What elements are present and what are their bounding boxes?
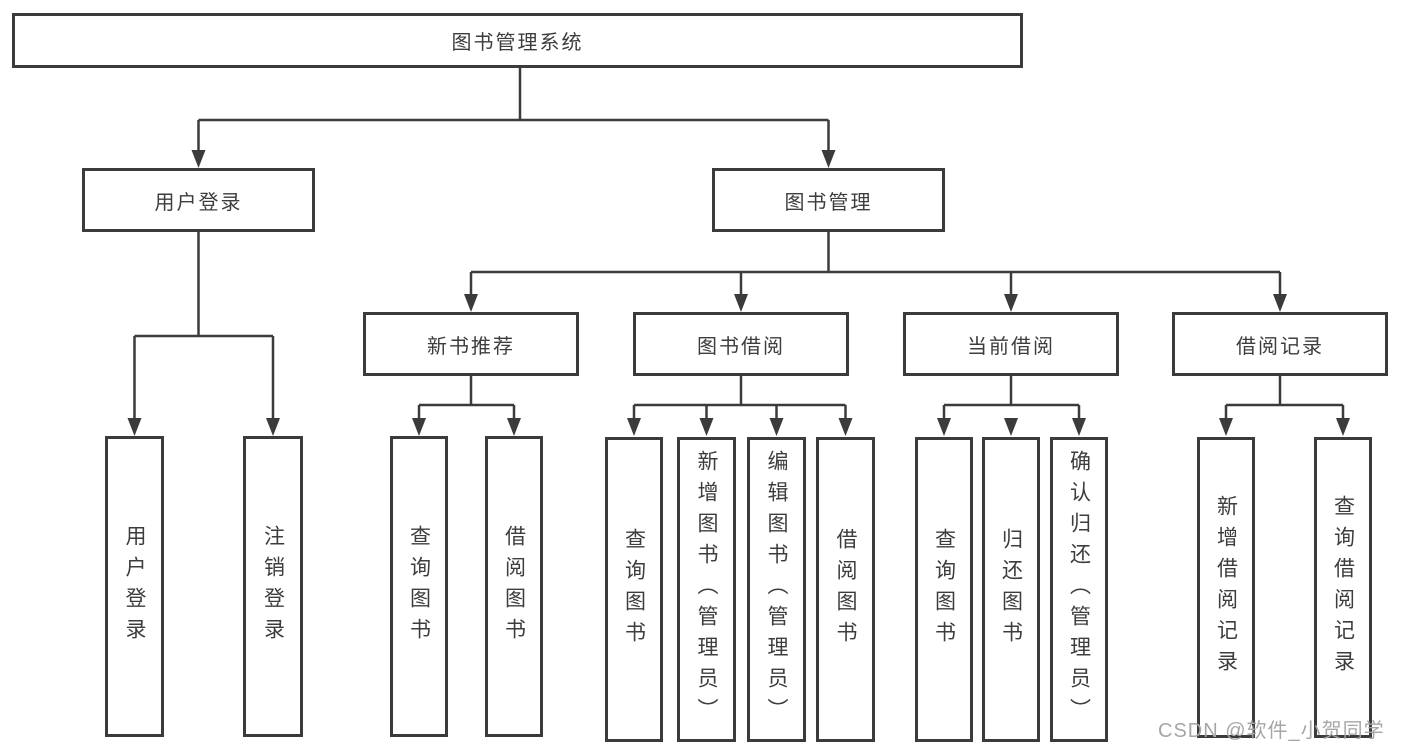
- leaf-edit-books-admin-label: 编辑图书（管理员）: [765, 450, 788, 729]
- node-root-label: 图书管理系统: [451, 32, 584, 54]
- arrow-icon: [734, 294, 748, 312]
- arrow-icon: [1219, 418, 1233, 436]
- leaf-query-borrow-record-label: 查询借阅记录: [1331, 494, 1355, 681]
- arrow-icon: [937, 418, 951, 436]
- arrow-icon: [699, 418, 714, 436]
- watermark: CSDN @软件_小贺同学: [1158, 720, 1385, 742]
- leaf-add-borrow-record-label: 新增借阅记录: [1214, 494, 1238, 681]
- leaf-query-books-recommend: 查询图书: [390, 436, 448, 737]
- node-new-book-recommend: 新书推荐: [363, 312, 579, 376]
- node-book-management: 图书管理: [712, 168, 945, 232]
- leaf-return-books-label: 归还图书: [999, 527, 1023, 652]
- arrow-icon: [412, 418, 426, 436]
- arrow-icon: [821, 150, 836, 168]
- leaf-user-login-label: 用户登录: [123, 524, 146, 649]
- arrow-icon: [838, 418, 853, 436]
- node-borrow-records-label: 借阅记录: [1236, 335, 1324, 358]
- node-book-management-label: 图书管理: [784, 191, 873, 214]
- arrow-icon: [1072, 418, 1086, 436]
- arrow-icon: [191, 150, 206, 168]
- leaf-logout: 注销登录: [243, 436, 303, 737]
- node-user-login: 用户登录: [82, 168, 315, 232]
- arrow-icon: [507, 418, 521, 436]
- node-book-borrow: 图书借阅: [633, 312, 849, 376]
- node-root: 图书管理系统: [12, 13, 1023, 68]
- arrow-icon: [1004, 294, 1018, 312]
- arrow-icon: [1273, 294, 1287, 312]
- node-current-borrow-label: 当前借阅: [967, 335, 1055, 358]
- arrow-icon: [464, 294, 478, 312]
- arrow-icon: [769, 418, 784, 436]
- node-current-borrow: 当前借阅: [903, 312, 1119, 376]
- leaf-query-books-current-label: 查询图书: [932, 527, 956, 652]
- leaf-confirm-return-admin: 确认归还（管理员）: [1050, 437, 1108, 742]
- node-new-book-recommend-label: 新书推荐: [427, 335, 515, 358]
- leaf-edit-books-admin: 编辑图书（管理员）: [747, 437, 806, 742]
- leaf-borrow-books-label: 借阅图书: [834, 527, 857, 652]
- leaf-query-books-current: 查询图书: [915, 437, 973, 742]
- node-book-borrow-label: 图书借阅: [697, 335, 785, 358]
- arrow-icon: [1004, 418, 1018, 436]
- arrow-icon: [1336, 418, 1350, 436]
- node-user-login-label: 用户登录: [154, 191, 243, 214]
- leaf-return-books: 归还图书: [982, 437, 1040, 742]
- leaf-query-borrow-record: 查询借阅记录: [1314, 437, 1372, 738]
- leaf-query-books-borrow: 查询图书: [605, 437, 663, 742]
- leaf-logout-label: 注销登录: [261, 524, 285, 649]
- leaf-add-books-admin-label: 新增图书（管理员）: [695, 450, 718, 729]
- leaf-user-login: 用户登录: [105, 436, 164, 737]
- leaf-borrow-books: 借阅图书: [816, 437, 875, 742]
- leaf-confirm-return-admin-label: 确认归还（管理员）: [1067, 450, 1091, 729]
- arrow-icon: [266, 418, 280, 436]
- leaf-add-borrow-record: 新增借阅记录: [1197, 437, 1255, 738]
- leaf-query-books-borrow-label: 查询图书: [622, 527, 646, 652]
- leaf-add-books-admin: 新增图书（管理员）: [677, 437, 736, 742]
- leaf-query-books-recommend-label: 查询图书: [407, 524, 431, 649]
- arrow-icon: [127, 418, 142, 436]
- arrow-icon: [627, 418, 641, 436]
- node-borrow-records: 借阅记录: [1172, 312, 1388, 376]
- leaf-borrow-books-recommend: 借阅图书: [485, 436, 543, 737]
- leaf-borrow-books-recommend-label: 借阅图书: [502, 524, 526, 649]
